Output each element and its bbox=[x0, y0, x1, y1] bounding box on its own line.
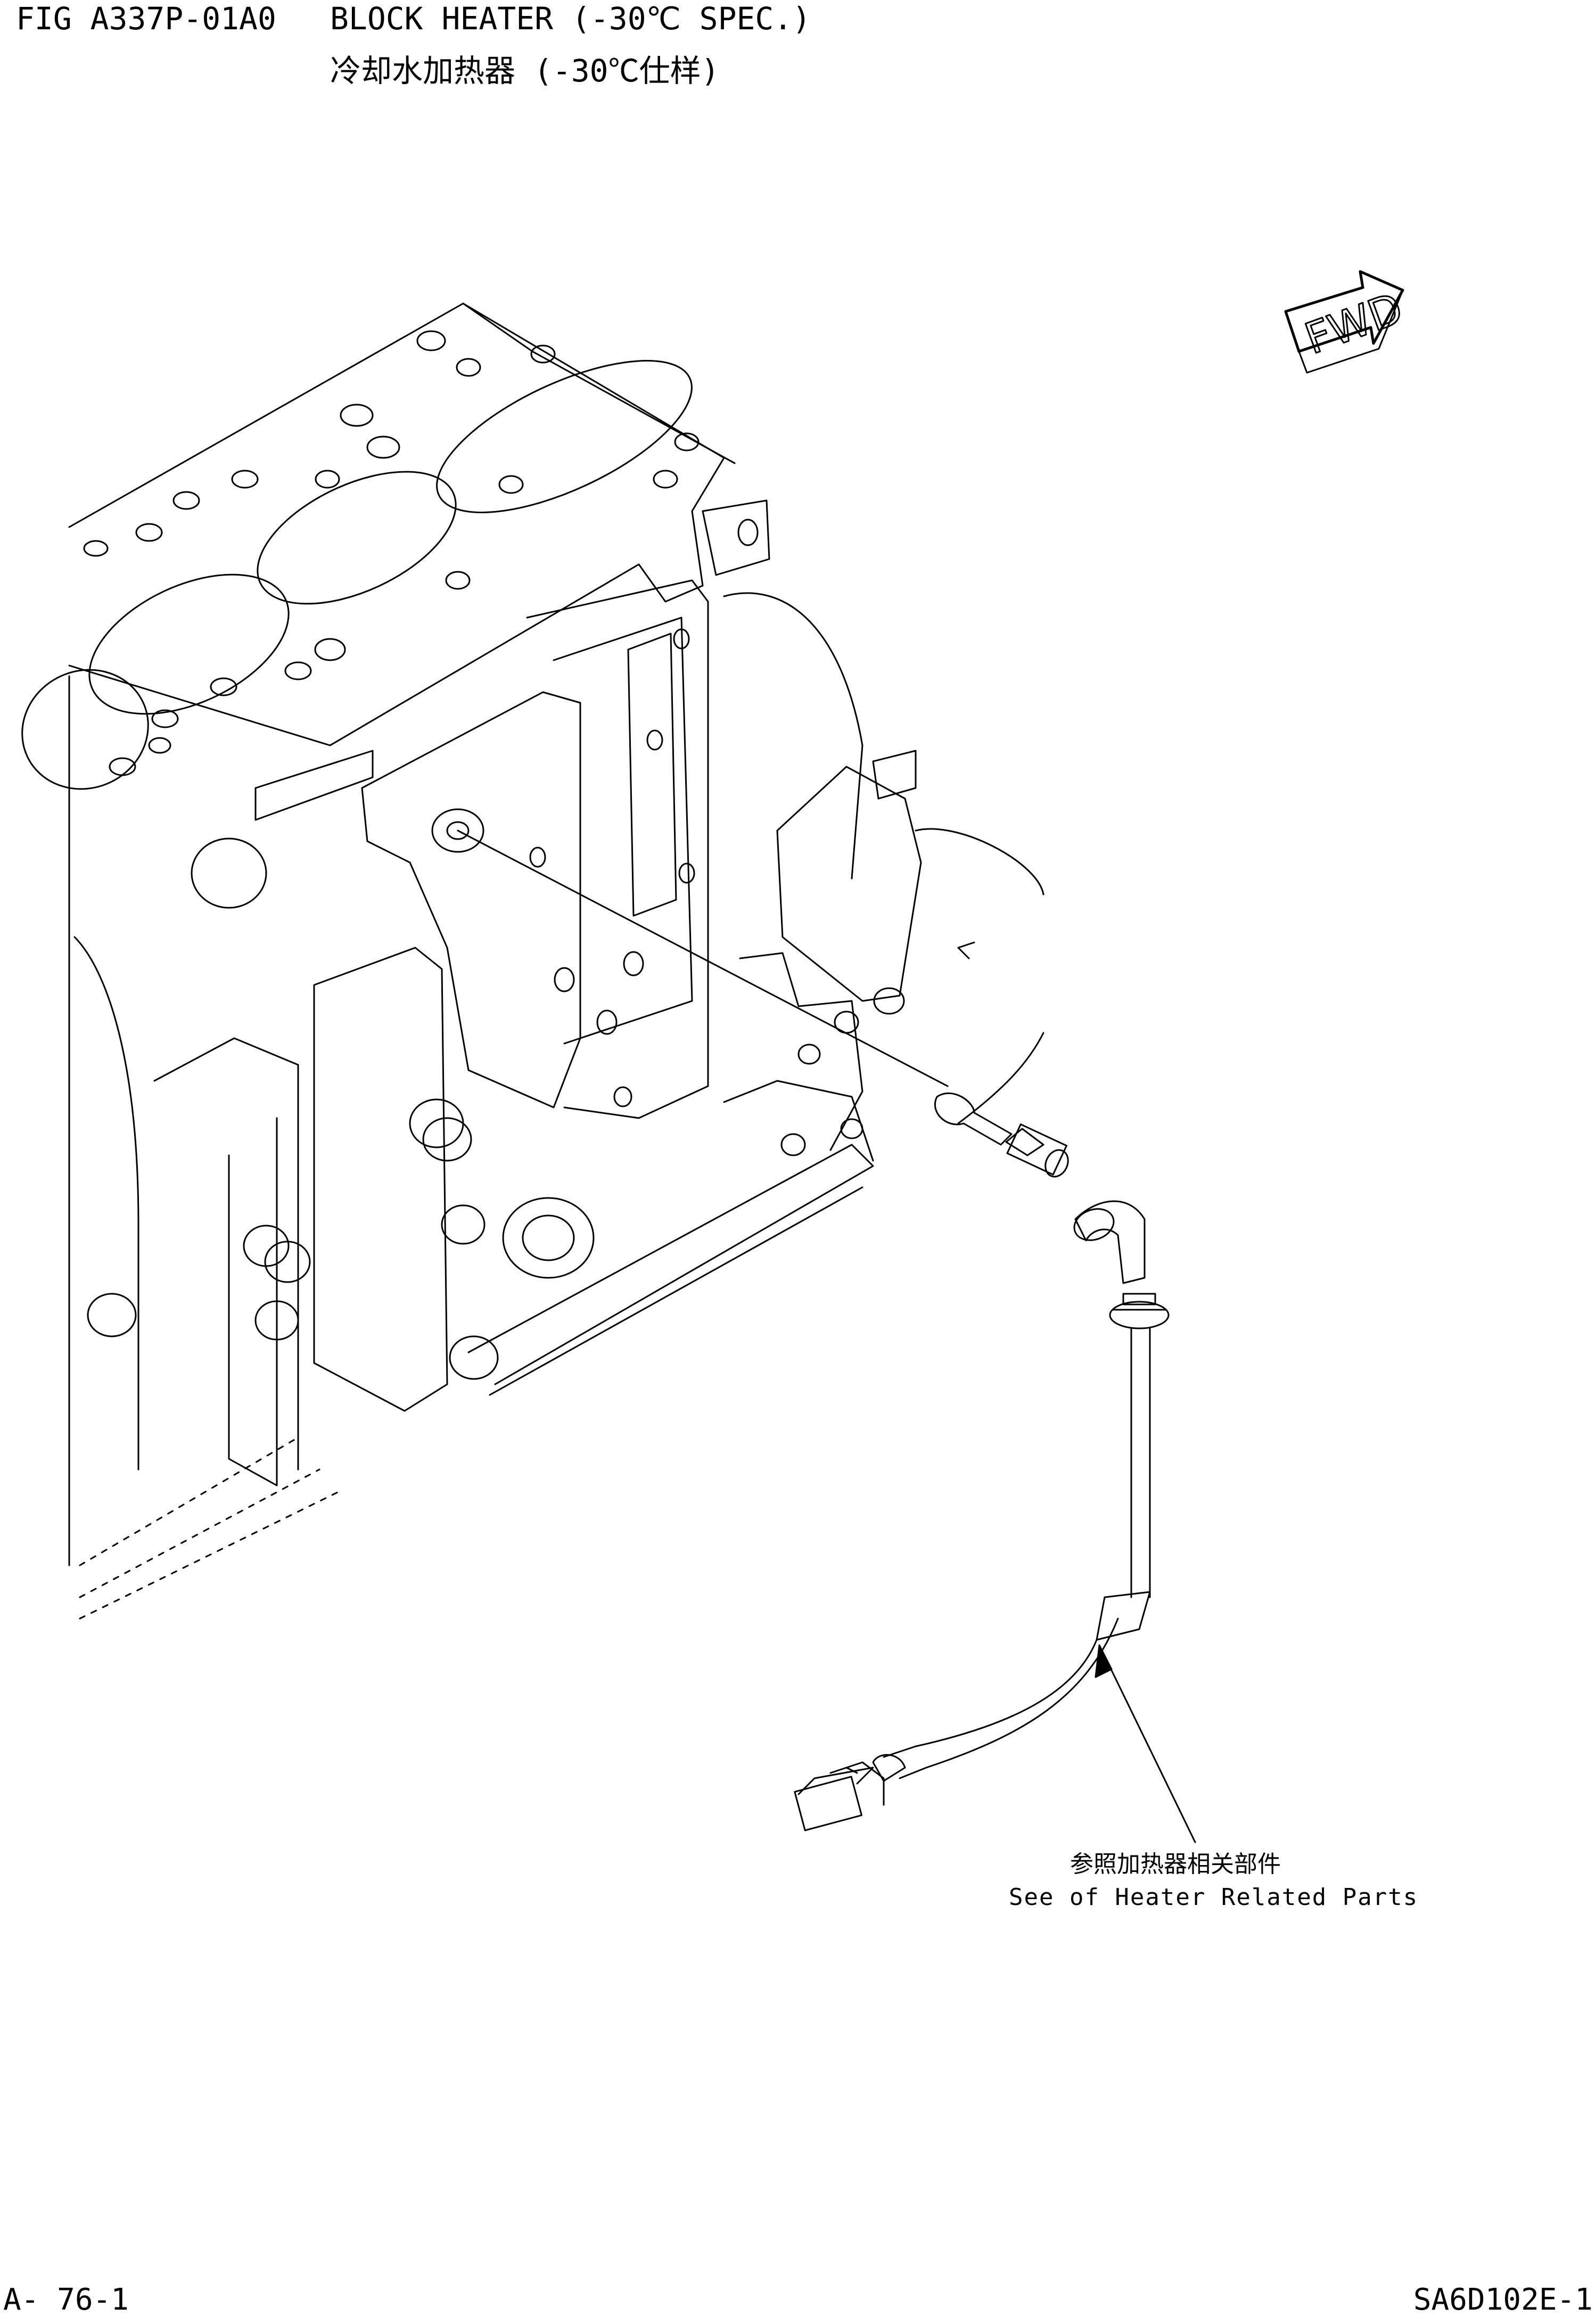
fwd-arrow-icon: FWD bbox=[1286, 272, 1410, 373]
assembly-leader-line bbox=[458, 831, 948, 1086]
head-bolt-holes bbox=[84, 331, 698, 775]
front-housing bbox=[362, 580, 708, 1118]
core-plug-1 bbox=[410, 1099, 463, 1147]
engine-block-side bbox=[69, 676, 873, 1619]
callout-leader bbox=[1096, 1645, 1195, 1842]
cable-connector-plug bbox=[795, 1777, 862, 1830]
callout-label-english: See of Heater Related Parts bbox=[1009, 1884, 1419, 1911]
block-heater-element bbox=[935, 1033, 1072, 1180]
title-chinese: 冷却水加热器 (-30℃仕样) bbox=[330, 53, 720, 89]
cylinder-bore-3 bbox=[68, 546, 310, 742]
cylinder-bore-1 bbox=[416, 330, 712, 543]
fwd-label: FWD bbox=[1299, 283, 1409, 364]
oil-cooler-housing bbox=[724, 593, 1043, 1161]
cylinder-bore-2 bbox=[237, 445, 475, 631]
figure-id: FIG A337P-01A0 bbox=[16, 1, 276, 37]
callout-label-chinese: 参照加热器相关部件 bbox=[1070, 1851, 1281, 1878]
model-code: SA6D102E-1 bbox=[1413, 2282, 1593, 2317]
title-english: BLOCK HEATER (-30℃ SPEC.) bbox=[330, 1, 811, 37]
core-plug-3 bbox=[256, 1301, 298, 1340]
cable-grommet bbox=[1110, 1302, 1169, 1328]
heater-cable bbox=[795, 1201, 1169, 1830]
engine-block-top-deck bbox=[3, 303, 769, 809]
heater-nut bbox=[1007, 1124, 1066, 1175]
core-plug-2 bbox=[244, 1226, 289, 1266]
drain-plug bbox=[503, 1198, 594, 1278]
page-number: A- 76-1 bbox=[3, 2282, 129, 2317]
cylinder-bore-4 bbox=[3, 650, 168, 810]
